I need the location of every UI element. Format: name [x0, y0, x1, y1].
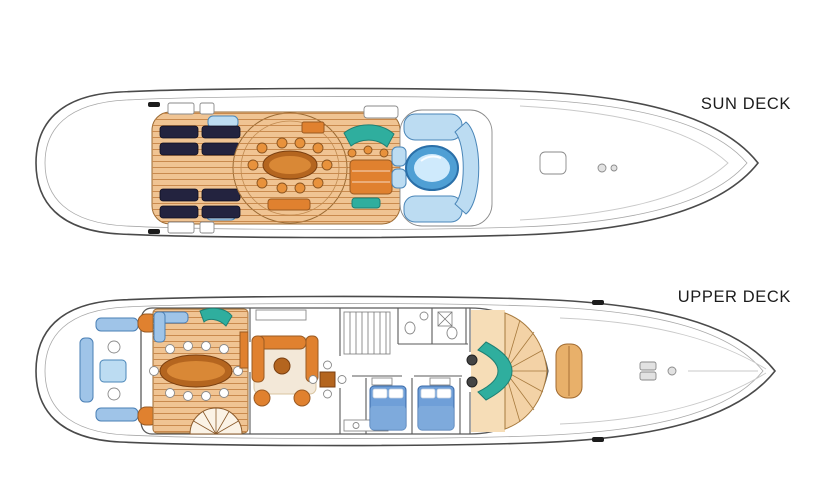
main-staircase — [343, 311, 391, 355]
bar-counter — [343, 124, 395, 148]
jacuzzi-area — [391, 109, 493, 227]
coffee-table — [273, 357, 291, 375]
wardrobe — [371, 377, 393, 386]
sun-pad-bottom — [403, 195, 463, 223]
sun-deck-cleats — [148, 102, 160, 234]
upper-deck-label: UPPER DECK — [677, 288, 791, 306]
helm-chair — [466, 376, 478, 388]
armchair — [253, 389, 271, 407]
alfresco-dining-area — [232, 112, 348, 224]
wheelhouse — [466, 310, 548, 432]
game-table — [308, 360, 347, 399]
foredeck-fittings — [539, 151, 618, 175]
lounge-sideboard — [239, 331, 249, 369]
guest-bed — [417, 385, 455, 431]
helm-console — [477, 341, 513, 401]
anchor-windlass — [639, 361, 758, 381]
dining-chairs — [247, 137, 333, 194]
guest-cabins — [369, 377, 455, 431]
sun-pad-curved — [454, 121, 480, 215]
sun-deck-gunwale-line — [44, 96, 748, 230]
dining-console — [301, 121, 325, 134]
upper-deck-plan — [35, 295, 777, 447]
wardrobe — [429, 377, 451, 386]
helm-chair — [466, 354, 478, 366]
lounge-bar — [199, 307, 233, 327]
bar-fridge — [351, 197, 381, 209]
aft-staircase — [189, 407, 243, 435]
sun-deck-bow-seam — [519, 105, 729, 221]
salon-console — [255, 309, 307, 321]
armchair — [293, 389, 311, 407]
aft-deck-seating — [79, 313, 159, 426]
sun-deck-label: SUN DECK — [700, 95, 791, 113]
sky-bar — [343, 124, 395, 209]
sun-loungers — [159, 125, 241, 219]
upper-deck-gunwale-line — [44, 303, 764, 439]
guest-bed — [369, 385, 407, 431]
aft-deck-table — [99, 359, 127, 383]
upper-salon — [251, 309, 347, 407]
bar-cabinet — [349, 159, 393, 195]
sun-deck-plan — [35, 87, 760, 239]
lounge-dining-chairs — [149, 341, 243, 401]
interior-walls — [249, 308, 471, 434]
deck-lockers — [167, 102, 399, 234]
guest-bathrooms — [404, 311, 458, 340]
sky-lounge — [149, 307, 249, 435]
sun-pad-top — [403, 113, 463, 141]
bow-deck — [555, 300, 767, 442]
grill-cabinet — [267, 198, 311, 211]
